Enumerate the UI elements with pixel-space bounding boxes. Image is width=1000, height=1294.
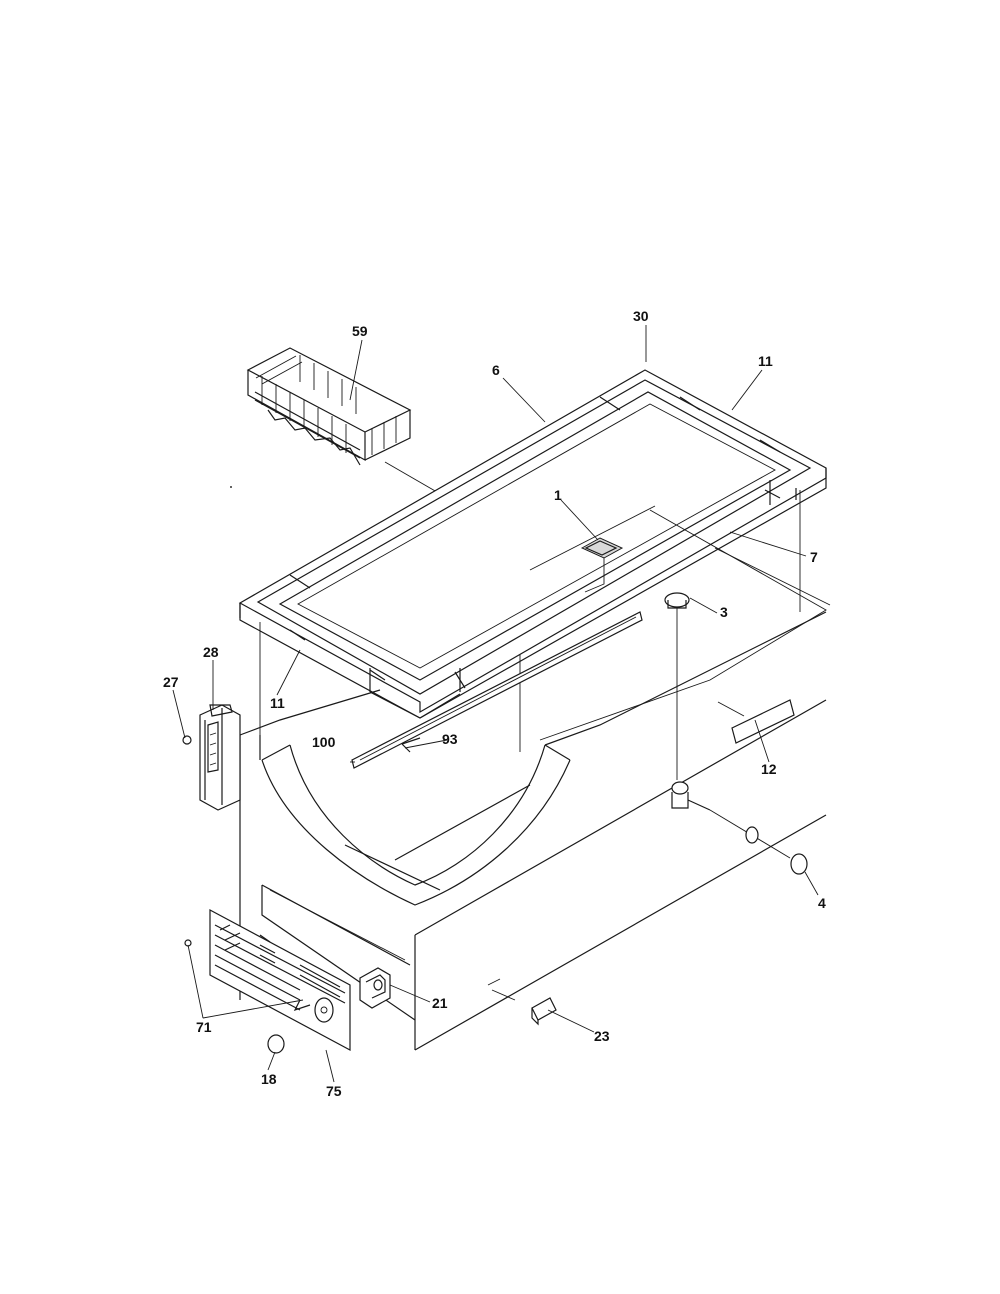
liner-rear-edge bbox=[714, 547, 831, 606]
label-plate bbox=[717, 699, 795, 744]
screw-27 bbox=[182, 735, 192, 745]
callout-71: 71 bbox=[196, 1019, 212, 1035]
thermostat-21 bbox=[359, 967, 391, 1009]
callout-30: 30 bbox=[633, 308, 649, 324]
callout-18: 18 bbox=[261, 1071, 277, 1087]
callout-4: 4 bbox=[818, 895, 826, 911]
drain-assembly bbox=[664, 592, 808, 875]
liner-outline bbox=[539, 509, 827, 741]
callout-93: 93 bbox=[442, 731, 458, 747]
callout-59: 59 bbox=[352, 323, 368, 339]
leader-lines bbox=[172, 325, 819, 1083]
callout-75: 75 bbox=[326, 1083, 342, 1099]
callout-21: 21 bbox=[432, 995, 448, 1011]
callout-28: 28 bbox=[203, 644, 219, 660]
knob-18 bbox=[267, 1034, 285, 1054]
callout-100: 100 bbox=[312, 734, 336, 750]
callout-3: 3 bbox=[720, 604, 728, 620]
callout-6: 6 bbox=[492, 362, 500, 378]
callout-12: 12 bbox=[761, 761, 777, 777]
wire-basket bbox=[246, 347, 412, 466]
callout-1: 1 bbox=[554, 487, 562, 503]
lid-handle bbox=[580, 537, 624, 593]
hinge-strip bbox=[351, 611, 643, 769]
lid-gasket-frame bbox=[238, 369, 827, 719]
callout-27: 27 bbox=[163, 674, 179, 690]
latch-23 bbox=[487, 978, 557, 1026]
front-grille bbox=[209, 908, 351, 1052]
callout-7: 7 bbox=[810, 549, 818, 565]
callout-11-top: 11 bbox=[758, 353, 773, 369]
callout-11-left: 11 bbox=[270, 695, 285, 711]
callout-23: 23 bbox=[594, 1028, 610, 1044]
scan-dot bbox=[230, 486, 232, 488]
liner-lip bbox=[529, 505, 656, 571]
lid-hinge bbox=[199, 704, 241, 811]
